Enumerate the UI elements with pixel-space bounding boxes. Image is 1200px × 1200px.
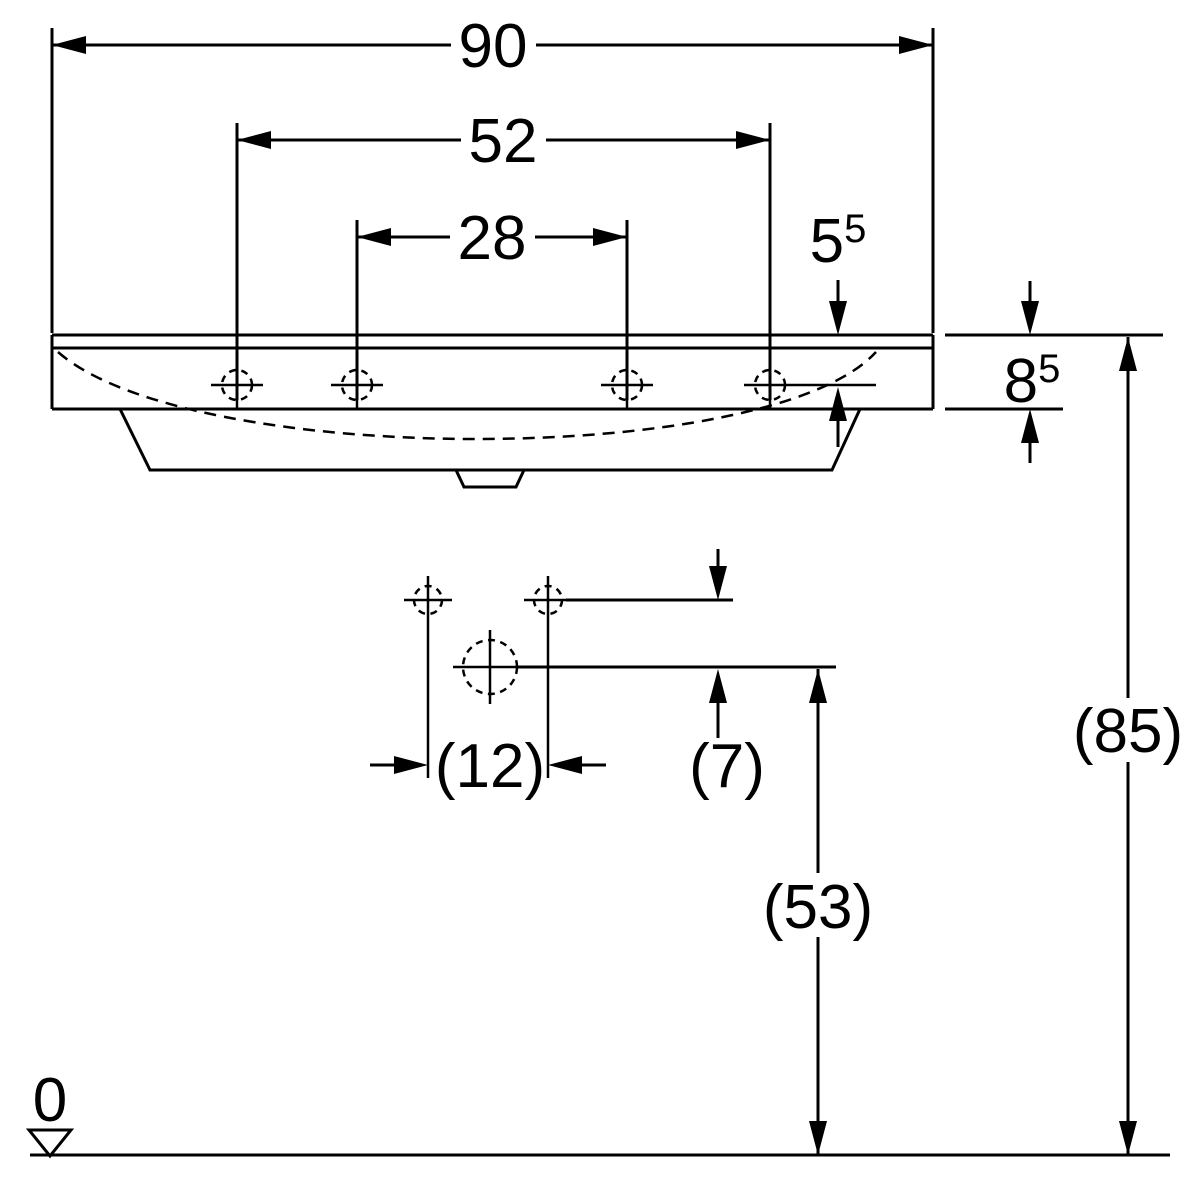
dim-90-label-bg	[451, 17, 536, 73]
datum-zero	[25, 1128, 75, 1159]
dim-90-arrow-left	[52, 36, 86, 54]
drain-hole	[453, 630, 527, 704]
tap-hole-2	[331, 361, 383, 409]
dim-52-label: 52	[469, 107, 538, 176]
dim-85r-arrow-down	[1021, 301, 1039, 335]
basin-bowl-outline	[118, 408, 862, 472]
dim-85-arrow-up	[1119, 337, 1137, 371]
fixing-hole-right	[524, 576, 572, 778]
tap-hole-3	[601, 361, 653, 409]
tap-hole-4	[744, 361, 876, 409]
dim-12-arrow-left	[548, 756, 582, 774]
dim-53-label-bg	[757, 873, 880, 937]
dim-7-arrow-up	[709, 669, 727, 703]
dim-55-label-sup: 5	[844, 207, 866, 251]
dim-rim-thickness	[945, 281, 1163, 463]
fixing-hole-left	[404, 576, 452, 778]
dim-85-arrow-down	[1119, 1121, 1137, 1155]
dim-28-arrow-left	[357, 228, 391, 246]
dim-85r-label-main: 8	[1004, 347, 1038, 416]
dim-55-label-main: 5	[810, 207, 844, 276]
basin-bowl-hidden-curve	[57, 351, 877, 441]
dim-90-label: 90	[459, 12, 528, 81]
dim-28-label-bg	[450, 209, 535, 265]
dim-12-arrow-right	[394, 756, 428, 774]
dim-52-arrow-left	[237, 131, 271, 149]
dim-85r-label: 85	[1004, 347, 1061, 416]
dim-85-label: (85)	[1073, 697, 1183, 766]
dim-12-label: (12)	[435, 732, 545, 801]
dim-55-label: 55	[810, 207, 867, 276]
dim-fixing-to-drain	[709, 549, 727, 738]
dim-53-arrow-up	[809, 669, 827, 703]
dim-85r-label-sup: 5	[1038, 347, 1060, 391]
basin-front-view	[50, 333, 935, 489]
dim-90-arrow-right	[899, 36, 933, 54]
dim-85-label-bg	[1065, 698, 1192, 762]
bottom-view	[404, 576, 836, 778]
datum-zero-label: 0	[33, 1066, 67, 1135]
dim-85r-arrow-up	[1021, 409, 1039, 443]
dim-tap-hole-offset	[829, 280, 847, 447]
dim-fixing-holes-spacing	[370, 756, 606, 774]
dim-7-label: (7)	[689, 732, 765, 801]
dim-52-arrow-right	[736, 131, 770, 149]
dim-7-arrow-down	[709, 566, 727, 600]
dim-53-arrow-down	[809, 1121, 827, 1155]
datum-triangle-icon	[25, 1128, 75, 1159]
basin-drain-outline	[454, 469, 526, 489]
dim-55-arrow-down	[829, 301, 847, 335]
dim-52-label-bg	[461, 112, 546, 168]
tap-hole-1	[211, 361, 263, 409]
dim-53-label: (53)	[763, 873, 873, 942]
dim-28-label: 28	[458, 204, 527, 273]
dim-55-arrow-up	[829, 387, 847, 421]
dim-28-arrow-right	[593, 228, 627, 246]
